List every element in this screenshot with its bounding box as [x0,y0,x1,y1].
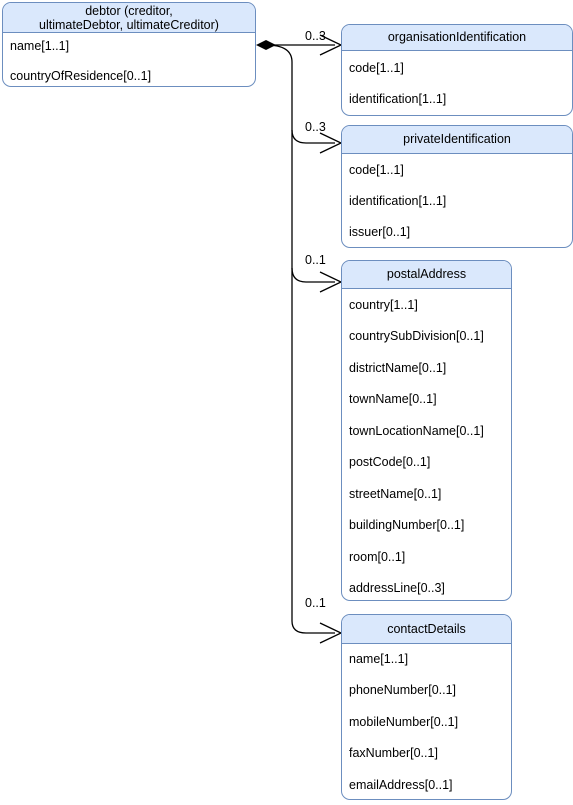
attribute-streetName: streetName[0..1] [349,487,442,501]
attribute-emailAddress: emailAddress[0..1] [349,778,453,792]
class-postalAddress[interactable]: postalAddress country[1..1] countrySubDi… [341,260,512,601]
attribute-mobileNumber: mobileNumber[0..1] [349,715,459,729]
attribute-faxNumber: faxNumber[0..1] [349,746,438,760]
class-header: contactDetails [342,615,511,644]
attribute-phoneNumber: phoneNumber[0..1] [349,683,457,697]
multiplicity-contactDetails: 0..1 [305,596,326,610]
attribute-code: code[1..1] [349,163,404,177]
composition-diamond-icon [256,40,276,50]
attribute-districtName: districtName[0..1] [349,361,447,375]
attribute-country: country[1..1] [349,298,418,312]
multiplicity-postalAddress: 0..1 [305,253,326,267]
class-contactDetails[interactable]: contactDetails name[1..1] phoneNumber[0.… [341,614,512,800]
class-header: debtor (creditor, ultimateDebtor, ultima… [3,3,255,33]
attribute-townLocationName: townLocationName[0..1] [349,424,484,438]
attribute-countrySubDivision: countrySubDivision[0..1] [349,329,484,343]
connector-postalAddress [291,267,335,283]
class-header: postalAddress [342,261,511,289]
attribute-name: name[1..1] [349,652,409,666]
class-header: privateIdentification [342,126,572,154]
connector-privateIdentification [291,129,335,144]
attribute-name: name[1..1] [10,39,70,53]
attribute-postCode: postCode[0..1] [349,455,431,469]
attribute-countryOfResidence: countryOfResidence[0..1] [10,69,152,83]
attribute-identification: identification[1..1] [349,194,447,208]
class-title-line2: ultimateDebtor, ultimateCreditor) [39,18,219,32]
attribute-issuer: issuer[0..1] [349,225,411,239]
multiplicity-privateIdentification: 0..3 [305,120,326,134]
class-header: organisationIdentification [342,25,572,51]
attribute-identification: identification[1..1] [349,92,447,106]
class-debtor[interactable]: debtor (creditor, ultimateDebtor, ultima… [2,2,256,87]
connector-contactDetails [291,620,335,634]
attribute-buildingNumber: buildingNumber[0..1] [349,518,465,532]
class-privateIdentification[interactable]: privateIdentification code[1..1] identif… [341,125,573,248]
attribute-room: room[0..1] [349,550,406,564]
multiplicity-organisationIdentification: 0..3 [305,29,326,43]
class-organisationIdentification[interactable]: organisationIdentification code[1..1] id… [341,24,573,116]
attribute-townName: townName[0..1] [349,392,437,406]
class-title-line1: debtor (creditor, [85,4,173,18]
connector-trunk [265,44,293,621]
attribute-code: code[1..1] [349,61,404,75]
attribute-addressLine: addressLine[0..3] [349,581,445,595]
